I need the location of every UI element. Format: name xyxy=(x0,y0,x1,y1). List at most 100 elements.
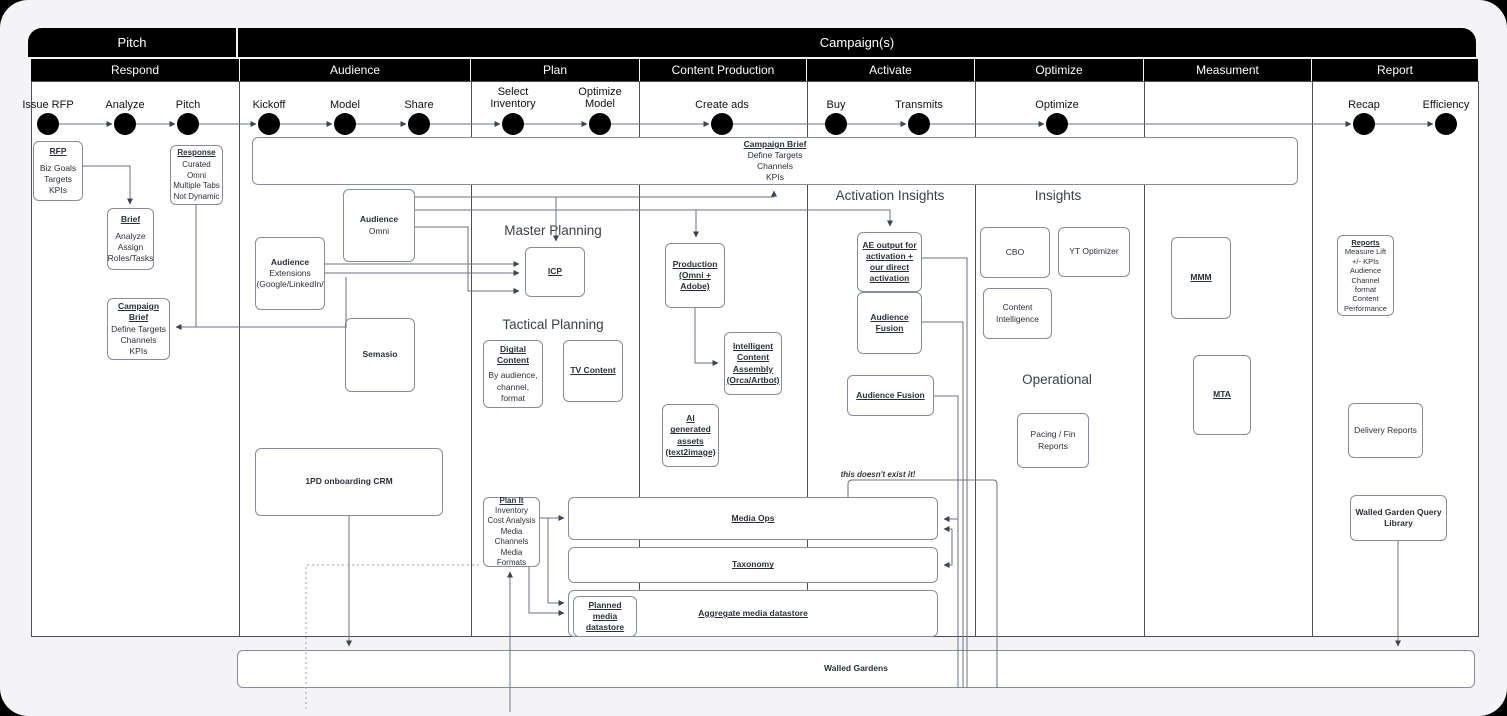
node-title: ICP xyxy=(547,266,563,277)
lane-header-respond[interactable]: Respond xyxy=(31,59,239,81)
node-pacing-fin-reports[interactable]: Pacing / Fin Reports xyxy=(1017,413,1089,468)
node-line: Extensions xyxy=(269,267,311,278)
milestone-label-pitch: Pitch xyxy=(175,99,201,111)
milestone-buy[interactable] xyxy=(825,113,847,135)
node-title: Digital Content xyxy=(496,344,530,366)
node-line: Performance xyxy=(1344,303,1387,313)
node-ai-generated-assets[interactable]: AI generated assets (text2image) xyxy=(662,404,719,467)
node-cbo[interactable]: CBO xyxy=(980,227,1050,278)
lane-header-optimize[interactable]: Optimize xyxy=(975,59,1143,81)
lane-header-report[interactable]: Report xyxy=(1312,59,1478,81)
milestone-label-efficiency: Efficiency xyxy=(1422,99,1470,111)
phase-bar-campaigns[interactable]: Campaign(s) xyxy=(238,28,1476,57)
milestone-label-recap: Recap xyxy=(1348,99,1380,111)
node-yt-optimizer[interactable]: YT Optimizer xyxy=(1058,227,1130,277)
node-intelligent-content-assembly[interactable]: Intelligent Content Assembly (Orca/Artbo… xyxy=(724,332,782,395)
milestone-label-analyze: Analyze xyxy=(105,99,145,111)
phase-bar-pitch[interactable]: Pitch xyxy=(28,28,236,57)
lane-separator xyxy=(471,81,472,637)
node-title: MMM xyxy=(1190,272,1212,283)
milestone-select-inventory[interactable] xyxy=(502,113,524,135)
milestone-issue-rfp[interactable] xyxy=(37,113,59,135)
node-mmm[interactable]: MMM xyxy=(1171,237,1231,319)
node-walled-gardens[interactable]: Walled Gardens xyxy=(237,650,1475,688)
node-line: Curated xyxy=(182,160,211,170)
node-line: +/- KPIs xyxy=(1352,256,1379,266)
node-line: Media Channels xyxy=(494,526,529,547)
lane-header-activate[interactable]: Activate xyxy=(807,59,974,81)
node-rfp[interactable]: RFP Biz Goals Targets KPIs xyxy=(33,141,83,201)
lane-separator xyxy=(1144,81,1145,637)
heading-activation-insights: Activation Insights xyxy=(835,188,945,203)
lane-header-content-production[interactable]: Content Production xyxy=(640,59,806,81)
node-campaign-brief-small[interactable]: Campaign Brief Define Targets Channels K… xyxy=(107,298,170,360)
milestone-label-optimize: Optimize xyxy=(1035,99,1079,111)
node-reports[interactable]: Reports Measure Lift +/- KPIs Audience C… xyxy=(1337,235,1394,316)
milestone-optimize-model[interactable] xyxy=(589,113,611,135)
node-response[interactable]: Response Curated Omni Multiple Tabs Not … xyxy=(170,145,223,205)
node-icp[interactable]: ICP xyxy=(525,247,585,297)
milestone-optimize[interactable] xyxy=(1046,113,1068,135)
lane-header-audience[interactable]: Audience xyxy=(240,59,470,81)
node-line: Not Dynamic xyxy=(173,191,220,201)
node-title2: (Omni + Adobe) xyxy=(679,269,711,292)
node-line: format xyxy=(500,392,526,403)
node-campaign-brief-wide[interactable]: Campaign Brief Define Targets Channels K… xyxy=(252,137,1298,185)
node-audience-extensions[interactable]: Audience Extensions (Google/LinkedIn/ xyxy=(255,237,325,310)
annotation-doesnt-exist: this doesn't exist it! xyxy=(840,470,916,479)
node-line: Roles/Tasks xyxy=(107,253,154,264)
milestone-efficiency[interactable] xyxy=(1435,113,1457,135)
milestone-create-ads[interactable] xyxy=(711,113,733,135)
node-title: Response xyxy=(177,148,216,157)
node-walled-garden-query-library[interactable]: Walled Garden Query Library xyxy=(1350,495,1447,541)
node-1pd-onboarding-crm[interactable]: 1PD onboarding CRM xyxy=(255,448,443,516)
node-line: Assign xyxy=(117,242,144,252)
node-content-intelligence[interactable]: Content Intelligence xyxy=(983,288,1052,339)
node-title: Audience xyxy=(359,214,399,225)
milestone-transmits[interactable] xyxy=(908,113,930,135)
node-title: Audience Fusion xyxy=(870,311,909,333)
node-title: Campaign Brief xyxy=(117,301,160,323)
node-line: By audience, xyxy=(488,370,538,381)
milestone-kickoff[interactable] xyxy=(258,113,280,135)
node-line: Omni xyxy=(368,225,390,236)
node-title: AI generated assets (text2image) xyxy=(665,413,716,457)
milestone-model[interactable] xyxy=(334,113,356,135)
node-audience-omni[interactable]: Audience Omni xyxy=(343,189,415,262)
node-line: Cost Analysis xyxy=(487,516,536,526)
node-brief[interactable]: Brief Analyze Assign Roles/Tasks xyxy=(107,208,154,270)
lane-header-measument[interactable]: Measument xyxy=(1144,59,1311,81)
phase-bar-pitch-label: Pitch xyxy=(117,35,147,50)
lane-separator xyxy=(975,81,976,637)
node-line: Channels xyxy=(120,334,157,345)
milestone-share[interactable] xyxy=(408,113,430,135)
node-mta[interactable]: MTA xyxy=(1193,355,1251,435)
node-title: Intelligent Content Assembly (Orca/Artbo… xyxy=(726,341,780,385)
node-title: Campaign Brief xyxy=(743,138,807,149)
node-audience-fusion-1[interactable]: Audience Fusion xyxy=(857,292,922,354)
node-title: Reports xyxy=(1351,238,1380,247)
phase-bar-campaigns-label: Campaign(s) xyxy=(819,35,895,50)
node-audience-fusion-2[interactable]: Audience Fusion xyxy=(847,375,934,416)
node-planned-media-datastore[interactable]: Planned media datastore xyxy=(573,596,637,637)
node-title: YT Optimizer xyxy=(1069,246,1119,257)
node-ae-output[interactable]: AE output for activation + our direct ac… xyxy=(857,232,922,292)
node-digital-content[interactable]: Digital Content By audience, channel, fo… xyxy=(483,340,543,408)
node-line: Biz Goals xyxy=(39,162,77,173)
milestone-recap[interactable] xyxy=(1353,113,1375,135)
node-plan-it[interactable]: Plan It Inventory Cost Analysis Media Ch… xyxy=(483,496,540,567)
lane-header-plan[interactable]: Plan xyxy=(471,59,639,81)
node-semasio[interactable]: Semasio xyxy=(345,318,415,392)
node-delivery-reports[interactable]: Delivery Reports xyxy=(1348,403,1423,458)
node-title: Aggregate media datastore xyxy=(698,607,808,618)
node-line: Audience xyxy=(1349,266,1382,276)
milestone-pitch[interactable] xyxy=(177,113,199,135)
node-title: Walled Gardens xyxy=(824,663,888,674)
milestone-analyze[interactable] xyxy=(114,113,136,135)
node-production[interactable]: Production (Omni + Adobe) xyxy=(665,243,725,308)
lane-header-audience-label: Audience xyxy=(329,63,381,77)
node-taxonomy[interactable]: Taxonomy xyxy=(568,547,938,583)
milestone-label-issue-rfp: Issue RFP xyxy=(22,99,74,111)
node-tv-content[interactable]: TV Content xyxy=(563,340,623,402)
node-media-ops[interactable]: Media Ops xyxy=(568,497,938,540)
